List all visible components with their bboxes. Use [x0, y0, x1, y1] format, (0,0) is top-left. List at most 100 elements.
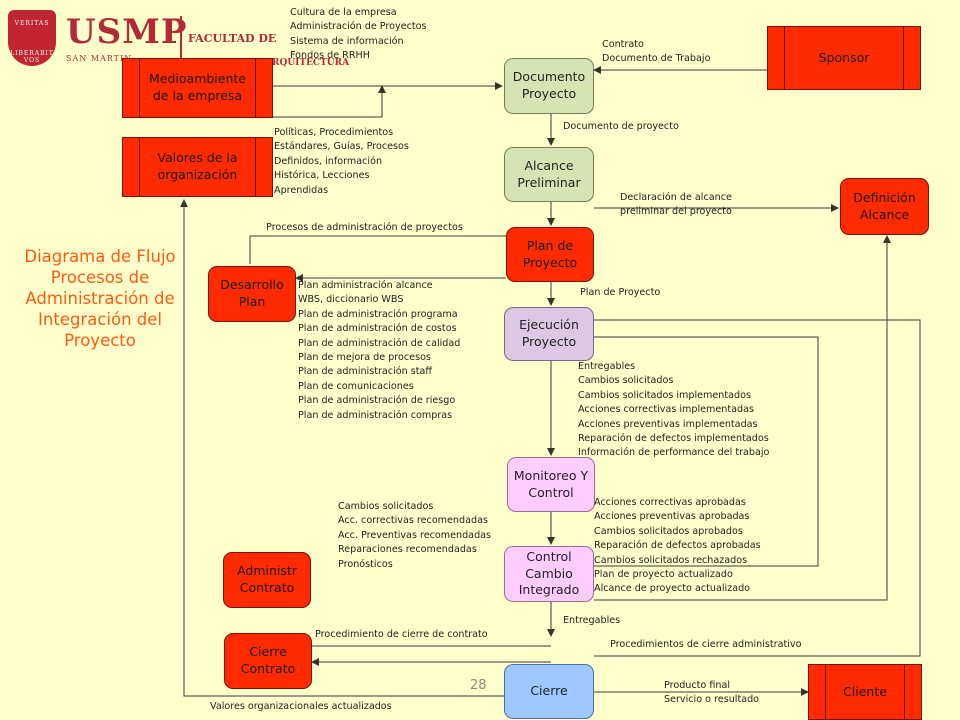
- page-number: 28: [470, 678, 487, 693]
- node-alcance-label: Alcance Preliminar: [517, 157, 581, 190]
- label-valores-actualizados-line: Valores organizacionales actualizados: [210, 701, 392, 712]
- label-plan-admin-line: Plan de administración de calidad: [298, 337, 461, 349]
- label-cambios-solicitados-line: Acc. correctivas recomendadas: [338, 515, 488, 527]
- label-cultura-line: Fondos de RRHH: [290, 50, 370, 62]
- label-proc-cierre-contrato: Procedimiento de cierre de contrato: [315, 628, 488, 642]
- node-ejecucion-label: Ejecución Proyecto: [519, 317, 579, 349]
- label-valores-actualizados: Valores organizacionales actualizados: [210, 700, 392, 714]
- node-control: Control Cambio Integrado: [504, 546, 594, 602]
- node-administr: Administr Contrato: [223, 552, 311, 608]
- arrow-control-ejecucion: [594, 336, 819, 567]
- arrow-control-definicion: [594, 235, 891, 601]
- arrow-cierre-valores: [180, 199, 506, 697]
- label-cultura-line: Administración de Proyectos: [290, 21, 427, 33]
- label-acciones-aprobadas-line: Plan de proyecto actualizado: [594, 569, 733, 581]
- node-administr-label: Administr Contrato: [237, 563, 297, 595]
- arrow-cierre-cierrecontrato: [309, 645, 551, 660]
- node-medioambiente-label: Medioambiente de la empresa: [149, 71, 246, 103]
- label-plan-admin-line: Plan administración alcance: [298, 280, 433, 291]
- node-cierre: Cierre: [504, 664, 594, 719]
- label-plan-admin-line: Plan de administración compras: [298, 409, 453, 421]
- label-cultura-line: Cultura de la empresa: [290, 7, 397, 18]
- label-acciones-aprobadas-line: Cambios solicitados aprobados: [594, 525, 743, 537]
- label-politicas-line: Políticas, Procedimientos: [274, 127, 394, 138]
- label-entregables: Entregables: [563, 614, 620, 628]
- label-producto-final-line: Producto final: [664, 680, 731, 691]
- node-plan-label: Plan de Proyecto: [522, 237, 578, 270]
- label-entregables-ejecucion-line: Acciones correctivas implementadas: [578, 404, 754, 416]
- node-control-label: Control Cambio Integrado: [518, 548, 580, 598]
- label-plan-admin-line: Plan de administración staff: [298, 366, 432, 378]
- label-procesos-admin: Procesos de administración de proyectos: [266, 221, 463, 235]
- shield-bottom-text: LIBERABIT VOS: [10, 50, 54, 64]
- label-plan-admin-line: Plan de comunicaciones: [298, 380, 414, 392]
- label-documento-proyecto-line: Documento de proyecto: [563, 121, 679, 132]
- node-monitoreo-label: Monitoreo Y Control: [513, 467, 589, 500]
- label-cambios-solicitados-line: Pronósticos: [338, 558, 393, 570]
- label-acciones-aprobadas-line: Reparación de defectos aprobadas: [594, 540, 761, 552]
- label-contrato-line: Documento de Trabajo: [602, 53, 711, 65]
- label-politicas-line: Definidos, información: [274, 155, 383, 167]
- label-acciones-aprobadas-line: Acciones preventivas aprobadas: [594, 511, 750, 523]
- node-definicion: Definición Alcance: [840, 178, 929, 235]
- node-cierre-contrato-label: Cierre Contrato: [240, 644, 296, 676]
- node-valores: Valores de la organización: [122, 137, 273, 197]
- node-sponsor-label: Sponsor: [818, 49, 870, 65]
- node-documento: Documento Proyecto: [504, 58, 594, 114]
- node-cierre-contrato: Cierre Contrato: [224, 633, 312, 689]
- label-proc-cierre-admin: Procedimientos de cierre administrativo: [610, 638, 801, 652]
- label-politicas-line: Estándares, Guías, Procesos: [274, 141, 409, 153]
- label-entregables-ejecucion-line: Entregables: [578, 361, 636, 372]
- label-entregables-ejecucion-line: Reparación de defectos implementados: [578, 433, 769, 445]
- node-cliente-label: Cliente: [843, 683, 887, 699]
- label-proc-cierre-admin-line: Procedimientos de cierre administrativo: [610, 639, 802, 650]
- label-entregables-ejecucion-line: Cambios solicitados: [578, 375, 674, 387]
- label-politicas-line: Aprendidas: [274, 184, 329, 196]
- label-cultura-line: Sistema de información: [290, 35, 404, 47]
- label-acciones-aprobadas-line: Acciones correctivas aprobadas: [594, 497, 746, 508]
- label-cambios-solicitados-line: Acc. Preventivas recomendadas: [338, 529, 492, 541]
- logo-faculty: FACULTAD DE: [188, 32, 277, 45]
- node-valores-label: Valores de la organización: [157, 150, 238, 182]
- label-plan-de-proyecto-line: Plan de Proyecto: [580, 287, 661, 298]
- node-cierre-label: Cierre: [530, 683, 568, 699]
- label-entregables-line: Entregables: [563, 615, 621, 626]
- node-desarrollo-label: Desarrollo Plan: [220, 277, 284, 309]
- label-cambios-solicitados-line: Reparaciones recomendadas: [338, 544, 477, 556]
- label-proc-cierre-contrato-line: Procedimiento de cierre de contrato: [315, 629, 488, 640]
- label-documento-proyecto: Documento de proyecto: [563, 120, 679, 134]
- shield-icon: VERITAS LIBERABIT VOS: [8, 10, 56, 66]
- label-contrato-line: Contrato: [602, 39, 644, 50]
- logo-university: SAN MARTIN: [66, 54, 133, 63]
- node-monitoreo: Monitoreo Y Control: [507, 457, 595, 512]
- node-ejecucion: Ejecución Proyecto: [504, 307, 594, 361]
- node-desarrollo: Desarrollo Plan: [208, 266, 296, 322]
- label-declaracion-line: preliminar del proyecto: [620, 206, 732, 218]
- label-plan-de-proyecto: Plan de Proyecto: [580, 286, 660, 300]
- usmp-logo: VERITAS LIBERABIT VOS USMP FACULTAD DE S…: [8, 8, 349, 70]
- label-producto-final-line: Servicio o resultado: [664, 694, 760, 706]
- node-medioambiente: Medioambiente de la empresa: [122, 58, 273, 118]
- label-plan-admin-line: Plan de administración de riesgo: [298, 395, 456, 407]
- label-plan-admin-line: Plan de administración de costos: [298, 323, 457, 335]
- label-politicas-line: Histórica, Lecciones: [274, 170, 370, 182]
- label-procesos-admin-line: Procesos de administración de proyectos: [266, 222, 463, 233]
- node-cliente: Cliente: [808, 664, 922, 720]
- node-alcance: Alcance Preliminar: [504, 147, 594, 202]
- label-plan-admin-line: Plan de administración programa: [298, 308, 458, 320]
- node-documento-label: Documento Proyecto: [512, 69, 586, 101]
- logo-brand: USMP: [66, 12, 188, 52]
- label-entregables-ejecucion-line: Acciones preventivas implementadas: [578, 418, 758, 430]
- node-sponsor: Sponsor: [767, 26, 921, 90]
- label-entregables-ejecucion-line: Cambios solicitados implementados: [578, 389, 751, 401]
- arrow-valores-documento: [273, 85, 386, 118]
- label-acciones-aprobadas-line: Cambios solicitados rechazados: [594, 554, 748, 566]
